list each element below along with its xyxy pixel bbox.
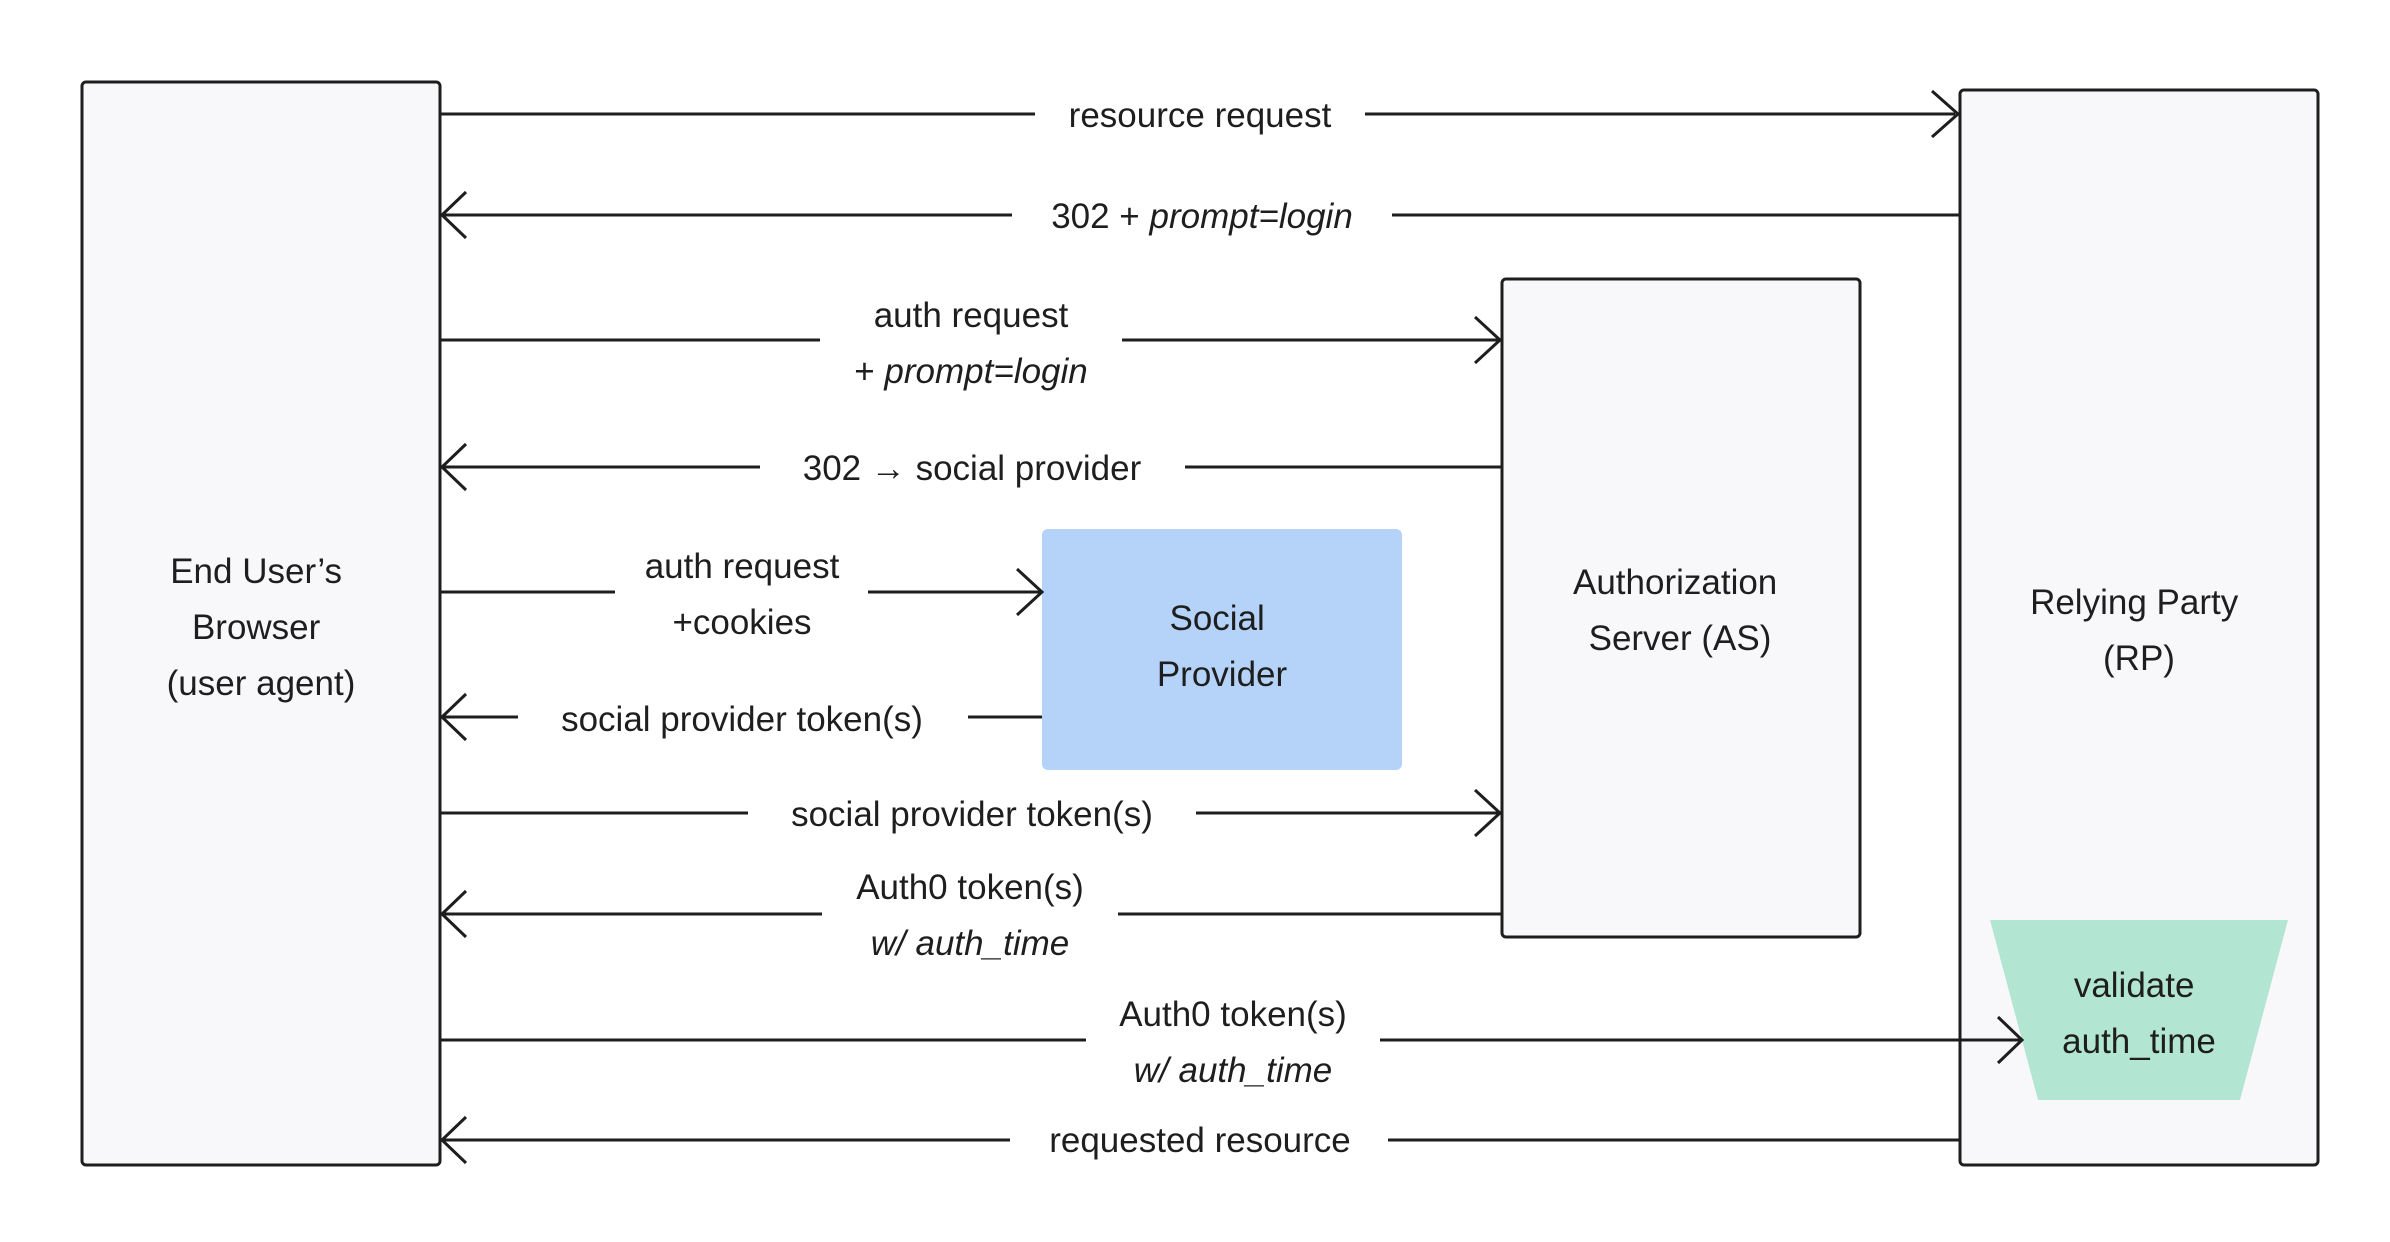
arrowhead-right-icon bbox=[1931, 89, 1961, 139]
message-auth0-tokens-return: Auth0 token(s) w/ auth_time bbox=[439, 868, 1502, 963]
authorization-server-label: Authorization Server (AS) bbox=[1573, 563, 1787, 658]
message-resource-request: resource request bbox=[440, 89, 1961, 139]
message-label: resource request bbox=[1069, 96, 1332, 135]
validate-auth-time-shape bbox=[1990, 920, 2288, 1100]
message-label-secondary: +cookies bbox=[672, 603, 811, 642]
arrowhead-right-icon bbox=[1015, 567, 1045, 617]
browser-label: End User’s Browser (user agent) bbox=[167, 552, 356, 703]
message-label: Auth0 token(s) bbox=[1119, 995, 1347, 1034]
message-label: 302 → social provider bbox=[803, 449, 1142, 488]
message-302-prompt-login: 302 + prompt=login bbox=[439, 190, 1960, 240]
arrowhead-left-icon bbox=[439, 692, 468, 742]
message-social-provider-tokens-forward: social provider token(s) bbox=[440, 788, 1503, 838]
authorization-server-box bbox=[1500, 277, 1862, 939]
message-label: Auth0 token(s) bbox=[856, 868, 1084, 907]
message-302-social-provider: 302 → social provider bbox=[439, 442, 1502, 492]
arrowhead-left-icon bbox=[439, 442, 468, 492]
social-provider-label: Social Provider bbox=[1157, 599, 1288, 694]
message-label-secondary: w/ auth_time bbox=[871, 924, 1069, 963]
message-label: requested resource bbox=[1049, 1121, 1351, 1160]
message-auth-request-cookies: auth request +cookies bbox=[440, 547, 1045, 642]
arrowhead-left-icon bbox=[439, 889, 468, 939]
message-label-secondary: w/ auth_time bbox=[1134, 1051, 1332, 1090]
message-requested-resource: requested resource bbox=[439, 1115, 1960, 1165]
social-provider-box bbox=[1042, 529, 1402, 770]
arrowhead-right-icon bbox=[1473, 788, 1503, 838]
message-label: auth request bbox=[645, 547, 840, 586]
relying-party-label: Relying Party (RP) bbox=[2030, 583, 2248, 678]
message-label: auth request bbox=[874, 296, 1069, 335]
arrowhead-left-icon bbox=[439, 190, 468, 240]
message-social-provider-tokens-return: social provider token(s) bbox=[439, 692, 1042, 742]
arrowhead-right-icon bbox=[1996, 1015, 2025, 1065]
message-label: social provider token(s) bbox=[561, 700, 923, 739]
message-label: 302 + prompt=login bbox=[1051, 197, 1353, 236]
browser-box bbox=[80, 80, 442, 1167]
message-label-secondary: + prompt=login bbox=[854, 352, 1088, 391]
message-auth-request-prompt-login: auth request + prompt=login bbox=[440, 296, 1503, 391]
relying-party-box bbox=[1958, 88, 2320, 1167]
arrowhead-left-icon bbox=[439, 1115, 468, 1165]
validate-auth-time-label: validate auth_time bbox=[2062, 966, 2216, 1061]
message-auth0-tokens-forward: Auth0 token(s) w/ auth_time bbox=[440, 995, 2025, 1090]
arrowhead-right-icon bbox=[1473, 315, 1503, 365]
message-label: social provider token(s) bbox=[791, 795, 1153, 834]
